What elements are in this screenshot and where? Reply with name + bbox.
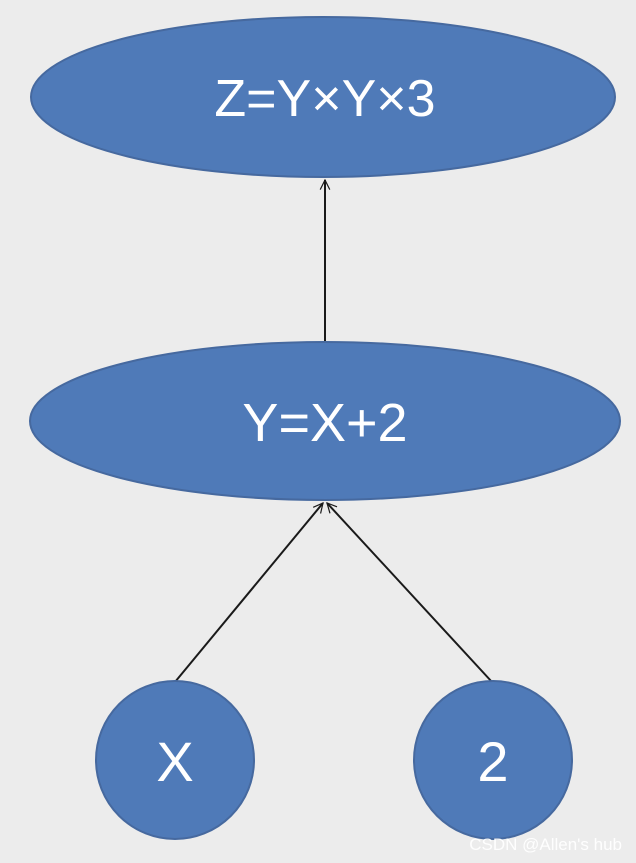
node-x-circle bbox=[95, 680, 255, 840]
node-y-ellipse bbox=[29, 341, 621, 501]
edge-x-to-y bbox=[174, 503, 323, 683]
node-2: 2 bbox=[413, 680, 573, 840]
watermark: CSDN @Allen's hub bbox=[469, 835, 622, 854]
node-y-label: Y=X+2 bbox=[242, 393, 407, 453]
node-2-circle bbox=[413, 680, 573, 840]
node-x: X bbox=[95, 680, 255, 840]
node-x-label: X bbox=[156, 730, 193, 793]
node-y: Y=X+2 bbox=[29, 341, 621, 501]
node-z-label: Z=Y×Y×3 bbox=[214, 70, 435, 128]
node-z-ellipse bbox=[30, 16, 616, 178]
node-z: Z=Y×Y×3 bbox=[30, 16, 616, 178]
node-2-label: 2 bbox=[477, 730, 508, 793]
edge-2-to-y bbox=[327, 503, 493, 683]
